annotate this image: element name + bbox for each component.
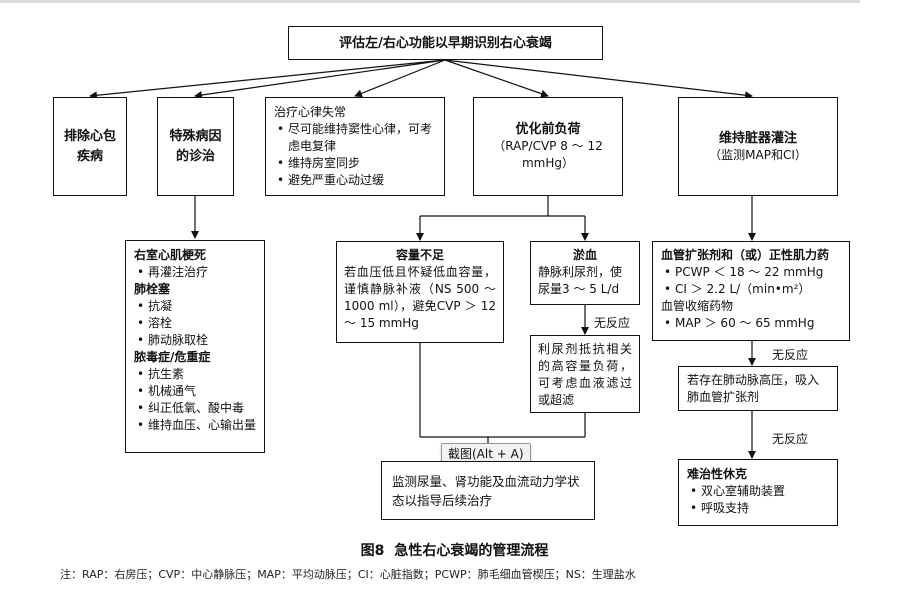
list-item: 肺动脉取栓 (134, 332, 256, 349)
figure-number: 图8 (360, 543, 385, 559)
monitor-box: 监测尿量、肾功能及血流动力学状态以指导后续治疗 (381, 461, 595, 520)
list-item: 维持血压、心输出量 (134, 417, 256, 434)
refractory-item: 呼吸支持 (687, 500, 829, 517)
list-item: 抗生素 (134, 366, 256, 383)
vasoactive-box: 血管扩张剂和（或）正性肌力药 PCWP ＜ 18 ～ 22 mmHg CI ＞ … (652, 241, 850, 341)
arrhythmia-item: 避免严重心动过缓 (274, 172, 436, 189)
exclude-pericardial-line2: 疾病 (76, 148, 103, 164)
figure-title: 急性右心衰竭的管理流程 (394, 543, 549, 559)
perfusion-title: 维持脏器灌注 (718, 130, 797, 146)
pulmonary-hypertension-box: 若存在肺动脉高压，吸入肺血管扩张剂 (678, 366, 838, 411)
refractory-item: 双心室辅助装置 (687, 483, 829, 500)
list-item: 纠正低氧、酸中毒 (134, 400, 256, 417)
exclude-pericardial-line1: 排除心包 (63, 128, 116, 144)
preload-box: 优化前负荷 （RAP/CVP 8 ～ 12 mmHg） (473, 97, 623, 196)
volume-low-body: 若血压低且怀疑低血容量，谨慎静脉补液（NS 500 ～ 1000 ml），避免C… (344, 265, 496, 330)
diuretic-resistance-box: 利尿剂抵抗相关的高容量负荷，可考虑血液滤过或超滤 (530, 335, 640, 413)
top-divider (0, 0, 860, 3)
no-response-label: 无反应 (594, 314, 631, 331)
vasoconstrictor-label: 血管收缩药物 (661, 299, 734, 313)
diuretic-resistance-text: 利尿剂抵抗相关的高容量负荷，可考虑血液滤过或超滤 (538, 342, 632, 407)
perfusion-box: 维持脏器灌注 （监测MAP和CI） (678, 97, 838, 196)
vasoconstrictor-target: MAP ＞ 60 ～ 65 mmHg (661, 315, 841, 332)
congestion-body: 静脉利尿剂，使尿量3 ～ 5 L/d (538, 265, 623, 296)
exclude-pericardial-box: 排除心包 疾病 (53, 97, 127, 196)
arrhythmia-box: 治疗心律失常 尽可能维持窦性心律，可考虑电复律 维持房室同步 避免严重心动过缓 (265, 97, 445, 196)
special-cause-list-box: 右室心肌梗死 再灌注治疗 肺栓塞 抗凝 溶栓 肺动脉取栓 脓毒症/危重症 抗生素… (125, 240, 265, 453)
preload-title: 优化前负荷 (515, 122, 581, 137)
list-item: 再灌注治疗 (134, 264, 256, 281)
arrhythmia-item: 维持房室同步 (274, 155, 436, 172)
volume-low-title: 容量不足 (395, 248, 444, 262)
list-item: 机械通气 (134, 383, 256, 400)
congestion-box: 淤血 静脉利尿剂，使尿量3 ～ 5 L/d (530, 241, 640, 305)
refractory-shock-title: 难治性休克 (687, 467, 748, 481)
list-item: 抗凝 (134, 298, 256, 315)
top-assessment-box: 评估左/右心功能以早期识别右心衰竭 (288, 26, 603, 60)
vasoactive-target: CI ＞ 2.2 L/（min•m²） (661, 281, 841, 298)
vasoactive-title: 血管扩张剂和（或）正性肌力药 (661, 248, 830, 262)
group-pulmonary-embolism: 肺栓塞 (134, 282, 171, 296)
refractory-shock-box: 难治性休克 双心室辅助装置 呼吸支持 (678, 459, 838, 526)
vasoactive-target: PCWP ＜ 18 ～ 22 mmHg (661, 264, 841, 281)
no-response-label: 无反应 (772, 430, 809, 447)
figure-caption: 图8 急性右心衰竭的管理流程 (0, 540, 909, 560)
pulmonary-hypertension-text: 若存在肺动脉高压，吸入肺血管扩张剂 (687, 373, 820, 404)
group-rv-infarction: 右室心肌梗死 (134, 248, 207, 262)
perfusion-sub: （监测MAP和CI） (709, 147, 807, 162)
special-cause-box: 特殊病因 的诊治 (157, 97, 234, 196)
special-cause-line1: 特殊病因 (169, 128, 222, 144)
preload-sub: （RAP/CVP 8 ～ 12 mmHg） (493, 139, 603, 170)
monitor-text: 监测尿量、肾功能及血流动力学状态以指导后续治疗 (392, 474, 580, 508)
arrhythmia-item: 尽可能维持窦性心律，可考虑电复律 (274, 121, 436, 155)
list-item: 溶栓 (134, 315, 256, 332)
top-assessment-text: 评估左/右心功能以早期识别右心衰竭 (339, 35, 552, 51)
screenshot-tooltip[interactable]: 截图(Alt + A) (441, 443, 531, 464)
footnote: 注：RAP：右房压；CVP：中心静脉压；MAP：平均动脉压；CI：心脏指数；PC… (60, 568, 636, 581)
congestion-title: 淤血 (572, 248, 597, 262)
volume-low-box: 容量不足 若血压低且怀疑低血容量，谨慎静脉补液（NS 500 ～ 1000 ml… (336, 241, 504, 343)
arrhythmia-title: 治疗心律失常 (274, 105, 347, 119)
screenshot-tooltip-text: 截图(Alt + A) (448, 447, 524, 461)
special-cause-line2: 的诊治 (175, 148, 215, 164)
group-sepsis: 脓毒症/危重症 (134, 350, 211, 364)
no-response-label: 无反应 (772, 346, 809, 363)
